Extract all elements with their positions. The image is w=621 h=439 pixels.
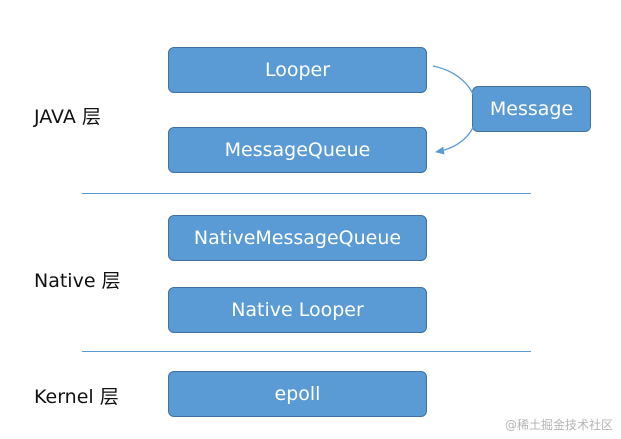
native-layer-label: Native 层	[34, 270, 121, 292]
message-box: Message	[472, 86, 591, 132]
message-queue-box: MessageQueue	[168, 127, 427, 173]
native-kernel-divider	[82, 351, 531, 352]
native-looper-box: Native Looper	[168, 287, 427, 333]
kernel-layer-label: Kernel 层	[34, 386, 119, 408]
epoll-box: epoll	[168, 371, 427, 417]
looper-box: Looper	[168, 47, 427, 93]
java-native-divider	[82, 193, 531, 194]
java-layer-label: JAVA 层	[34, 106, 101, 128]
native-message-queue-box: NativeMessageQueue	[168, 215, 427, 261]
watermark: @稀土掘金技术社区	[504, 418, 613, 432]
